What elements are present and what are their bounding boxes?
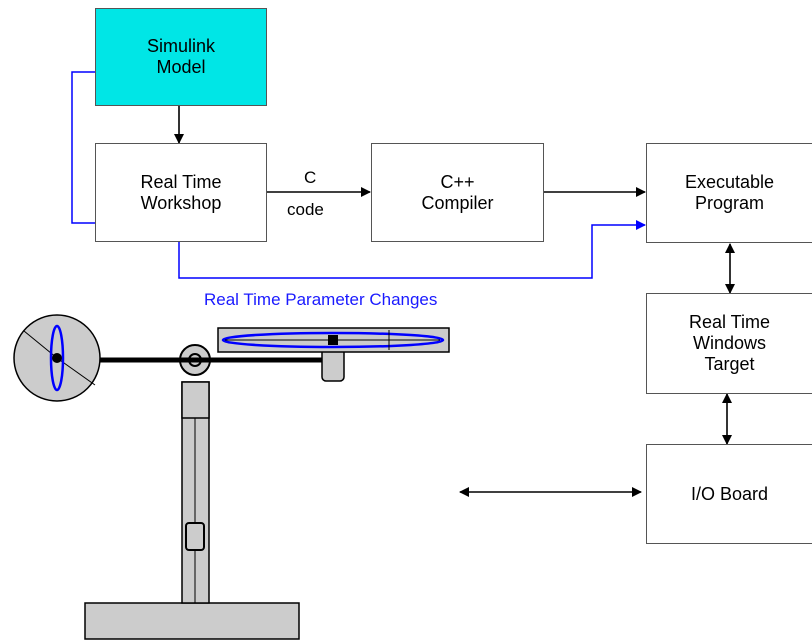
real-time-windows-target-block: Real Time Windows Target (646, 293, 812, 394)
c-code-label-line2: code (287, 200, 324, 219)
arrow-parameter-changes (178, 220, 646, 279)
c-code-label-line1: C (304, 168, 317, 187)
cpp-compiler-block: C++ Compiler (371, 143, 544, 242)
simulink-model-block: Simulink Model (95, 8, 267, 106)
executable-program-block: Executable Program (646, 143, 812, 243)
apparatus-base (84, 602, 300, 640)
feedback-line (71, 71, 95, 224)
io-board-block: I/O Board (646, 444, 812, 544)
helicopter-apparatus (13, 314, 450, 640)
parameter-changes-label: Real Time Parameter Changes (204, 290, 438, 309)
real-time-workshop-block: Real Time Workshop (95, 143, 267, 242)
